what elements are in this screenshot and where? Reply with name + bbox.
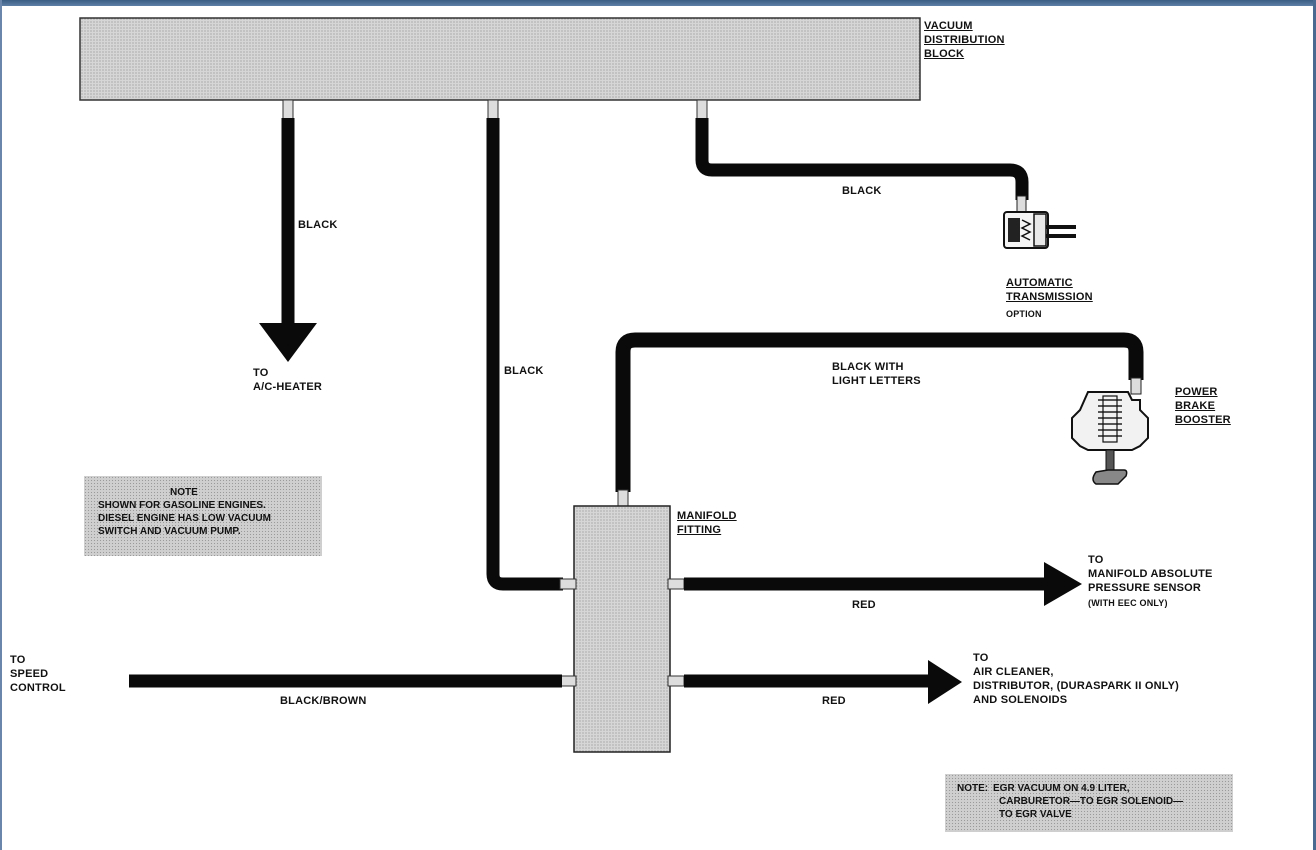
window-top-border (0, 0, 1316, 6)
label-block-3: BLOCK (924, 48, 965, 60)
label-hose-map: RED (852, 599, 876, 611)
label-trans-1: AUTOMATIC (1006, 277, 1073, 289)
vacuum-distribution-block (79, 17, 921, 101)
label-map-note: (WITH EEC ONLY) (1088, 598, 1168, 608)
note-gasoline: NOTE SHOWN FOR GASOLINE ENGINES. DIESEL … (84, 476, 322, 556)
label-hose-air: RED (822, 695, 846, 707)
block-nipple-ac (282, 99, 294, 121)
arrow-ac-heater (259, 323, 317, 362)
label-manifold-1: MANIFOLD (677, 510, 737, 522)
label-hose-ac: BLACK (298, 219, 338, 231)
label-trans-option: OPTION (1006, 309, 1042, 319)
label-transmission: AUTOMATIC TRANSMISSION (1006, 276, 1093, 304)
window-left-border (0, 0, 2, 850)
label-to-map: TO MANIFOLD ABSOLUTE PRESSURE SENSOR (1088, 553, 1213, 595)
label-hose-booster: BLACK WITH LIGHT LETTERS (832, 360, 921, 388)
note-gasoline-line-2: DIESEL ENGINE HAS LOW VACUUM (98, 513, 271, 524)
window-right-border (1313, 0, 1316, 850)
label-to-speed: TO SPEED CONTROL (10, 653, 66, 695)
label-to-air-3: DISTRIBUTOR, (DURASPARK II ONLY) (973, 680, 1180, 692)
label-hose-middle: BLACK (504, 365, 544, 377)
manifold-fitting (573, 505, 671, 753)
note-egr-line-2: CARBURETOR—TO EGR SOLENOID— (999, 796, 1184, 807)
block-nipple-middle (487, 99, 499, 121)
power-brake-booster (1071, 377, 1149, 485)
label-booster-1: POWER (1175, 386, 1218, 398)
hose-middle-black (486, 118, 563, 591)
label-block-1: VACUUM (924, 20, 973, 32)
arrow-air-cleaner (928, 660, 962, 704)
label-hose-speed: BLACK/BROWN (280, 695, 367, 707)
label-to-map-1: TO (1088, 554, 1104, 566)
note-egr: NOTE: EGR VACUUM ON 4.9 LITER, CARBURETO… (945, 774, 1233, 832)
label-to-air: TO AIR CLEANER, DISTRIBUTOR, (DURASPARK … (973, 651, 1179, 707)
label-manifold-2: FITTING (677, 524, 722, 536)
manifold-nipple-right-bottom (667, 675, 685, 687)
label-block: VACUUM DISTRIBUTION BLOCK (924, 19, 1005, 61)
label-trans-2: TRANSMISSION (1006, 291, 1093, 303)
manifold-nipple-left-bottom (559, 675, 577, 687)
label-to-ac-1: TO (253, 367, 269, 379)
label-to-map-3: PRESSURE SENSOR (1088, 582, 1202, 594)
label-booster-2: BRAKE (1175, 400, 1216, 412)
label-to-speed-2: SPEED (10, 668, 49, 680)
hose-transmission (695, 118, 1029, 200)
note-egr-line-3: TO EGR VALVE (999, 809, 1072, 820)
note-egr-line-1: EGR VACUUM ON 4.9 LITER, (993, 783, 1130, 794)
label-hose-booster-2: LIGHT LETTERS (832, 375, 921, 387)
transmission-modulator (1003, 195, 1076, 249)
note-gasoline-line-3: SWITCH AND VACUUM PUMP. (98, 526, 241, 537)
label-to-speed-3: CONTROL (10, 682, 66, 694)
label-to-map-2: MANIFOLD ABSOLUTE (1088, 568, 1213, 580)
hose-brake-booster (615, 332, 1144, 492)
label-to-air-1: TO (973, 652, 989, 664)
label-booster: POWER BRAKE BOOSTER (1175, 385, 1231, 427)
label-to-ac: TO A/C-HEATER (253, 366, 322, 394)
label-hose-booster-1: BLACK WITH (832, 361, 904, 373)
label-booster-3: BOOSTER (1175, 414, 1231, 426)
note-gasoline-title: NOTE (170, 487, 198, 498)
manifold-nipple-right-top (667, 578, 685, 590)
label-to-air-4: AND SOLENOIDS (973, 694, 1068, 706)
arrow-map-sensor (1044, 562, 1082, 606)
label-to-air-2: AIR CLEANER, (973, 666, 1054, 678)
manifold-nipple-left-top (559, 578, 577, 590)
label-manifold: MANIFOLD FITTING (677, 509, 737, 537)
block-nipple-trans (696, 99, 708, 121)
label-to-ac-2: A/C-HEATER (253, 381, 323, 393)
label-hose-trans: BLACK (842, 185, 882, 197)
note-egr-prefix: NOTE: (957, 783, 989, 794)
note-gasoline-line-1: SHOWN FOR GASOLINE ENGINES. (98, 500, 266, 511)
label-to-speed-1: TO (10, 654, 26, 666)
label-block-2: DISTRIBUTION (924, 34, 1005, 46)
